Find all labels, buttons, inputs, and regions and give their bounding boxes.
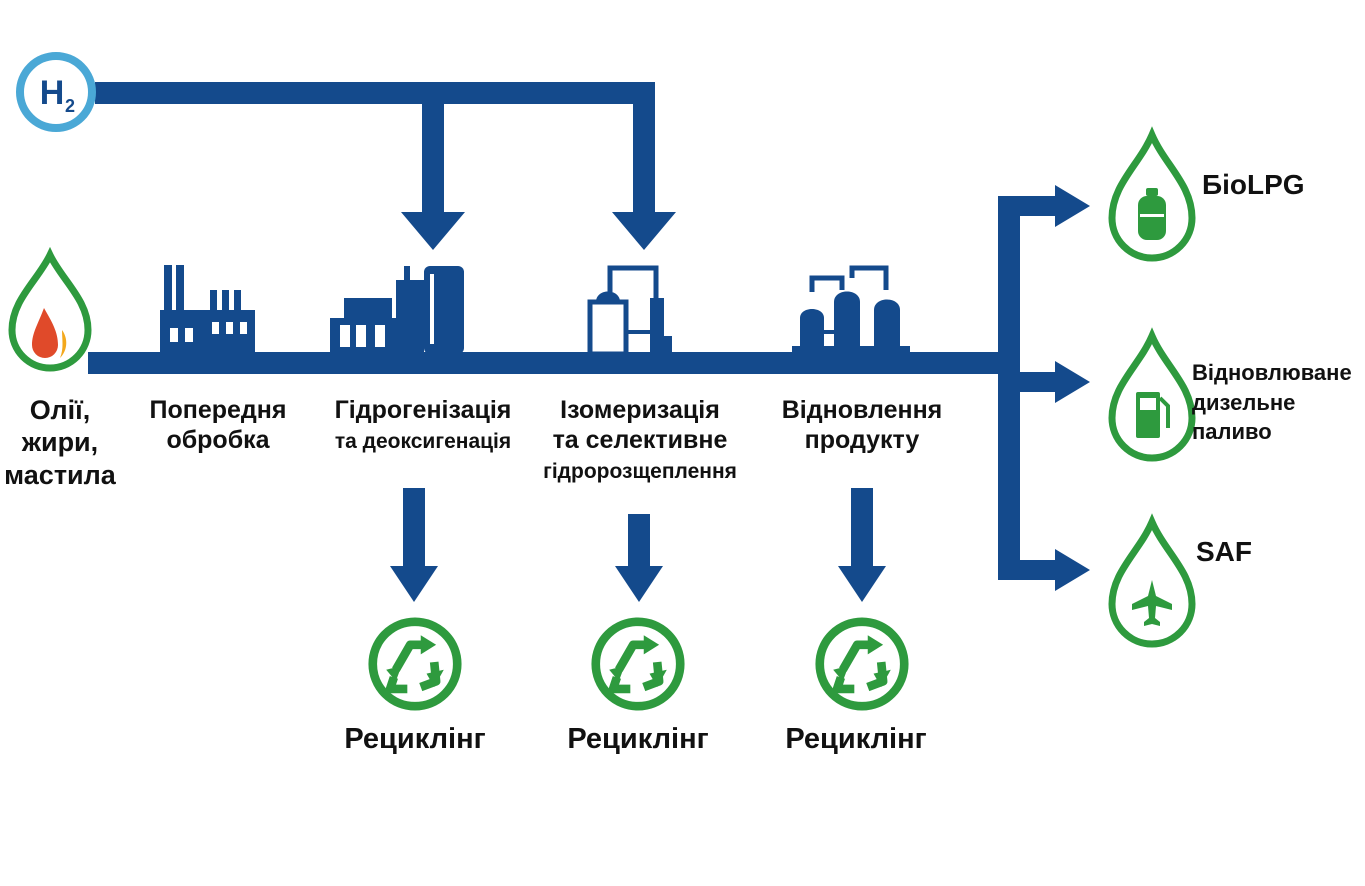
stage-pretreatment-label: Попередня обробка bbox=[149, 396, 287, 454]
recycle-arrows bbox=[390, 488, 886, 602]
factory-icon bbox=[160, 265, 255, 354]
h2-symbol: H bbox=[40, 74, 65, 112]
main-process-line bbox=[88, 185, 1090, 591]
h2-subscript: 2 bbox=[65, 96, 75, 116]
oil-drop-flame-icon bbox=[8, 246, 92, 372]
gas-cylinder-icon bbox=[1108, 126, 1196, 262]
hydrogen-icon: H 2 bbox=[16, 52, 96, 132]
recycle-icon bbox=[596, 622, 680, 706]
stage-product-recovery-label: Відновлення продукту bbox=[781, 396, 943, 454]
product-recovery-plant-icon bbox=[792, 265, 910, 354]
reactor-icon bbox=[330, 266, 464, 354]
output-saf-label: SAF bbox=[1196, 536, 1252, 567]
hydrogen-feed-line bbox=[95, 82, 676, 250]
output-renewable-diesel-label: Відновлюване дизельне паливо bbox=[1192, 360, 1352, 445]
airplane-icon bbox=[1108, 513, 1196, 648]
fuel-pump-icon bbox=[1108, 327, 1196, 462]
stage-isomerization-label: Ізомеризація та селективне гідророзщепле… bbox=[543, 396, 737, 483]
output-biolpg-label: БіоLPG bbox=[1202, 169, 1305, 200]
stage-hydrogenation-label: Гідрогенізація та деоксигенація bbox=[334, 396, 512, 453]
recycling-label: Рециклінг bbox=[785, 723, 927, 755]
recycle-icon bbox=[373, 622, 457, 706]
feedstock-label: Олії, жири, мастила bbox=[4, 395, 116, 490]
recycling-label: Рециклінг bbox=[344, 723, 486, 755]
recycling-label: Рециклінг bbox=[567, 723, 709, 755]
recycle-icon bbox=[820, 622, 904, 706]
distillation-column-icon bbox=[587, 265, 672, 357]
